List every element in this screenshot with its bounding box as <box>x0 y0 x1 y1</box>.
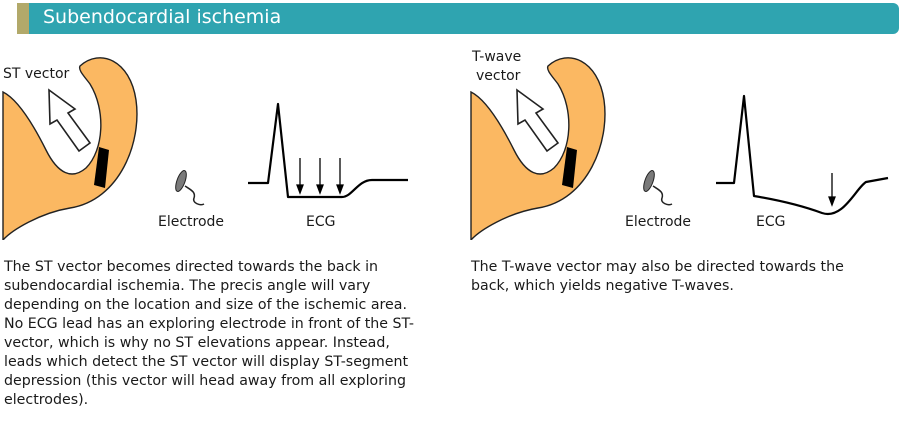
st-vector-label: ST vector <box>3 66 70 82</box>
down-arrow-icon <box>296 158 344 195</box>
t-wave-vector-label-line1: T-wave <box>472 49 522 65</box>
ecg-label: ECG <box>306 214 336 230</box>
ecg-label: ECG <box>756 214 786 230</box>
electrode-icon <box>175 170 205 206</box>
vector-arrow <box>48 88 92 153</box>
right-description: The T-wave vector may also be directed t… <box>471 259 844 294</box>
heart-wall <box>2 57 138 240</box>
header-accent <box>17 3 29 34</box>
heart-wall <box>470 57 606 240</box>
header-bar: Subendocardial ischemia <box>17 3 899 34</box>
page-title: Subendocardial ischemia <box>43 6 282 28</box>
electrode-label: Electrode <box>625 214 692 230</box>
right-panel: T-wave vector Electrode ECG <box>468 40 900 240</box>
ischemic-zone <box>94 147 109 188</box>
electrode-icon <box>643 170 673 206</box>
ischemic-zone <box>562 147 577 188</box>
vector-arrow <box>516 88 560 153</box>
left-description: The ST vector becomes directed towards t… <box>4 259 415 408</box>
t-wave-vector-label-line2: vector <box>476 68 521 84</box>
down-arrow-icon <box>828 173 836 207</box>
right-illustration <box>470 57 889 240</box>
left-panel: ST vector Electrode ECG <box>0 40 440 240</box>
ecg-trace <box>248 102 408 199</box>
electrode-label: Electrode <box>158 214 225 230</box>
ecg-trace <box>716 94 889 216</box>
left-illustration <box>2 57 408 240</box>
